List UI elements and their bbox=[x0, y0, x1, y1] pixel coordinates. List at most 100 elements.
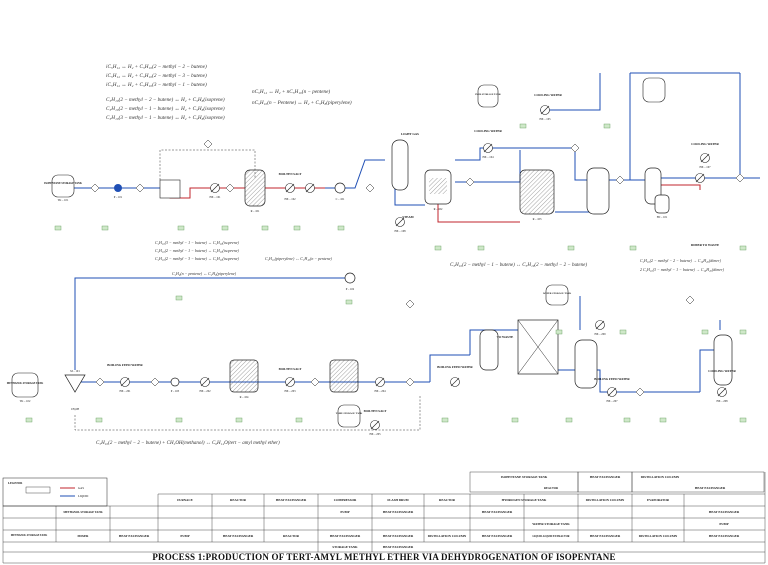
column-lower-left bbox=[479, 329, 499, 371]
hx-108 bbox=[395, 217, 405, 227]
reaction-block-top: iC₅H₁₂ ↔ H₂ + C₅H₁₀(2 − methyl − 2 − but… bbox=[106, 63, 225, 121]
svg-text:M – 101: M – 101 bbox=[70, 370, 80, 373]
reaction-7: nC₅H₁₂ ↔ H₂ + nC₅H₁₀(n − pentene) bbox=[252, 88, 330, 95]
reactor-r101: R – 101 bbox=[244, 169, 266, 213]
reaction-10: C₅H₁₀(2 − methyl − 1 − butene) ↔ C₅H₁₀(i… bbox=[155, 248, 240, 253]
dashed-signal-lines bbox=[74, 149, 421, 431]
reaction-8: nC₅H₁₀(n − Pentene) ↔ H₂ + C₅H₈(piperyle… bbox=[252, 99, 352, 106]
svg-text:COMPRESSOR: COMPRESSOR bbox=[334, 498, 357, 502]
svg-text:C – 101: C – 101 bbox=[336, 198, 345, 201]
svg-text:BOILING FEED WATER: BOILING FEED WATER bbox=[437, 365, 473, 369]
svg-text:PUMP: PUMP bbox=[719, 522, 728, 526]
furnace bbox=[159, 179, 181, 199]
hx-106 bbox=[695, 173, 705, 183]
svg-text:P – 101: P – 101 bbox=[114, 196, 123, 199]
svg-text:HEAT EXCHANGER: HEAT EXCHANGER bbox=[590, 475, 621, 479]
pump-p103: P – 103 bbox=[170, 377, 180, 393]
svg-text:DIMER TO WASTE: DIMER TO WASTE bbox=[691, 243, 719, 247]
svg-text:P – 103: P – 103 bbox=[171, 390, 180, 393]
svg-text:METHANOL STORAGE TANK: METHANOL STORAGE TANK bbox=[63, 511, 103, 514]
svg-text:DISTILLATION COLUMN: DISTILLATION COLUMN bbox=[639, 534, 678, 538]
svg-text:WATER STORAGE TANK: WATER STORAGE TANK bbox=[532, 522, 570, 526]
svg-text:ISOPENTANE STORAGE TANK: ISOPENTANE STORAGE TANK bbox=[44, 182, 82, 185]
hx-205 bbox=[370, 420, 380, 430]
svg-text:REACTOR: REACTOR bbox=[230, 498, 247, 502]
svg-text:EVAPORATOR: EVAPORATOR bbox=[647, 498, 670, 502]
hx-101 bbox=[210, 183, 220, 193]
svg-text:HX – 108: HX – 108 bbox=[394, 230, 406, 233]
hx-206 bbox=[450, 377, 460, 387]
svg-text:FLASH DRUM: FLASH DRUM bbox=[387, 498, 408, 502]
line-lower-right bbox=[540, 369, 700, 393]
svg-text:R – 104: R – 104 bbox=[240, 396, 249, 399]
svg-text:HX – 208: HX – 208 bbox=[716, 400, 728, 403]
reactor-r103: R – 103 bbox=[519, 169, 555, 221]
svg-text:DISTILLATION COLUMN: DISTILLATION COLUMN bbox=[641, 475, 680, 479]
reaction-block-mid: nC₅H₁₂ ↔ H₂ + nC₅H₁₀(n − pentene) nC₅H₁₀… bbox=[252, 88, 352, 106]
svg-text:HX – 203: HX – 203 bbox=[284, 390, 296, 393]
liquid-lines bbox=[70, 72, 760, 393]
svg-text:LIQUID: LIQUID bbox=[78, 494, 89, 498]
svg-text:COOLING WATER: COOLING WATER bbox=[474, 129, 502, 133]
svg-text:HEAT EXCHANGER: HEAT EXCHANGER bbox=[482, 534, 513, 538]
svg-text:BOILING FEED WATER: BOILING FEED WATER bbox=[107, 363, 143, 367]
hx-104 bbox=[483, 143, 493, 153]
reaction-12: C₅H₁₀(piperylene) ↔ C₅H₁₀(n − pentene) bbox=[265, 256, 332, 261]
pump-p101: P – 101 bbox=[114, 184, 123, 199]
water-storage-tank: WATER STORAGE TANK bbox=[543, 284, 571, 306]
reaction-4: C₅H₁₀(2 − methyl − 2 − butene) ↔ H₂ + C₅… bbox=[106, 96, 225, 103]
svg-text:TAME STORAGE TANK: TAME STORAGE TANK bbox=[336, 412, 363, 415]
hx-105 bbox=[540, 105, 550, 115]
svg-text:BOILING FEED WATER: BOILING FEED WATER bbox=[594, 377, 630, 381]
svg-text:HYDROGEN STORAGE TANK: HYDROGEN STORAGE TANK bbox=[502, 498, 547, 502]
svg-text:HX – 104: HX – 104 bbox=[482, 156, 494, 159]
svg-text:HX – 107: HX – 107 bbox=[699, 166, 711, 169]
legend-box: LEGENDS GAS LIQUID bbox=[2, 477, 108, 507]
distillation-column-3 bbox=[574, 339, 598, 389]
svg-text:LIGHT GAS: LIGHT GAS bbox=[401, 132, 419, 136]
svg-text:STEAM: STEAM bbox=[402, 215, 413, 219]
svg-text:INER STORAGE TANK: INER STORAGE TANK bbox=[475, 93, 501, 96]
hx-204 bbox=[375, 377, 385, 387]
iner-storage-tank: INER STORAGE TANK bbox=[475, 84, 501, 108]
svg-text:TK – 101: TK – 101 bbox=[58, 199, 69, 202]
svg-text:R – 102: R – 102 bbox=[434, 208, 443, 211]
svg-text:GAS: GAS bbox=[78, 486, 84, 490]
svg-text:COOLING WATER: COOLING WATER bbox=[708, 369, 736, 373]
note-icons bbox=[25, 123, 747, 423]
reaction-11: C₅H₁₀(2 − methyl − 3 − butene) ↔ C₅H₁₀(i… bbox=[155, 256, 240, 261]
reaction-dimerization-a: C₅H₁₀(2 − methyl − 1 − butene) ↔ C₅H₁₀(2… bbox=[450, 263, 587, 268]
hx-208 bbox=[717, 387, 727, 397]
reaction-6: C₅H₁₀(3 − methyl − 1 − butene) ↔ H₂ + C₅… bbox=[106, 114, 225, 121]
isopentane-tank: ISOPENTANE STORAGE TANK TK – 101 bbox=[44, 174, 82, 202]
compressor-c101: C – 101 bbox=[334, 182, 346, 201]
svg-text:WATER STORAGE TANK: WATER STORAGE TANK bbox=[543, 292, 571, 295]
distillation-column-4 bbox=[713, 334, 733, 386]
flash-drum: FD – 101 bbox=[654, 194, 670, 219]
reaction-block-isomerization: C₅H₁₀(3 − methyl − 1 − butene) ↔ C₅H₁₀(i… bbox=[155, 240, 332, 276]
svg-text:PUMP: PUMP bbox=[180, 534, 189, 538]
svg-text:R – 101: R – 101 bbox=[251, 210, 260, 213]
svg-text:HX – 209: HX – 209 bbox=[594, 333, 606, 336]
line-transfer-left bbox=[74, 277, 350, 370]
svg-text:HX – 201: HX – 201 bbox=[119, 390, 131, 393]
svg-text:R – 103: R – 103 bbox=[533, 218, 542, 221]
diagram-title: PROCESS 1:PRODUCTION OF TERT-AMYL METHYL… bbox=[152, 552, 615, 562]
hx-202 bbox=[200, 377, 210, 387]
svg-text:METHANOL STORAGE TANK: METHANOL STORAGE TANK bbox=[11, 534, 47, 537]
svg-text:HEAT EXCHANGER: HEAT EXCHANGER bbox=[590, 534, 621, 538]
svg-text:DISTILLATION COLUMN: DISTILLATION COLUMN bbox=[428, 534, 467, 538]
reaction-3: iC₅H₁₂ ↔ H₂ + C₅H₁₀(3 − methyl − 1 − but… bbox=[106, 81, 207, 88]
hx-203 bbox=[285, 377, 295, 387]
svg-text:HX – 207: HX – 207 bbox=[606, 400, 618, 403]
reactor-lower-2 bbox=[329, 359, 359, 393]
reaction-2: iC₅H₁₂ ↔ H₂ + C₅H₁₀(2 − methyl − 3 − but… bbox=[106, 72, 207, 79]
svg-text:TK – 102: TK – 102 bbox=[20, 400, 31, 403]
svg-text:MOLTEN SALT: MOLTEN SALT bbox=[279, 172, 303, 176]
pump-p102: P – 102 bbox=[344, 272, 356, 291]
svg-text:HX – 204: HX – 204 bbox=[374, 390, 386, 393]
svg-text:HEAT EXCHANGER: HEAT EXCHANGER bbox=[695, 486, 726, 490]
svg-text:HEAT EXCHANGER: HEAT EXCHANGER bbox=[119, 534, 150, 538]
line-cooling-to-top bbox=[540, 73, 601, 111]
